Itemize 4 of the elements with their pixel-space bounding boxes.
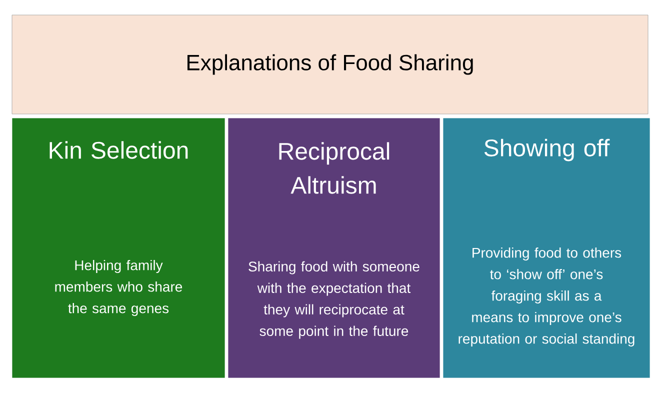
- category-panel: Reciprocal Altruism Sharing food with someone with the expectation that they will reciprocate at some point in the future: [228, 118, 440, 378]
- title-box: Explanations of Food Sharing: [12, 14, 648, 114]
- category-panel: Showing off Providing food to others to ‘show off’ one’s foraging skill as a means to improve one’s reputation or social standing: [442, 118, 650, 378]
- category-panel: Kin Selection Helping family members who share the same genes: [12, 118, 226, 378]
